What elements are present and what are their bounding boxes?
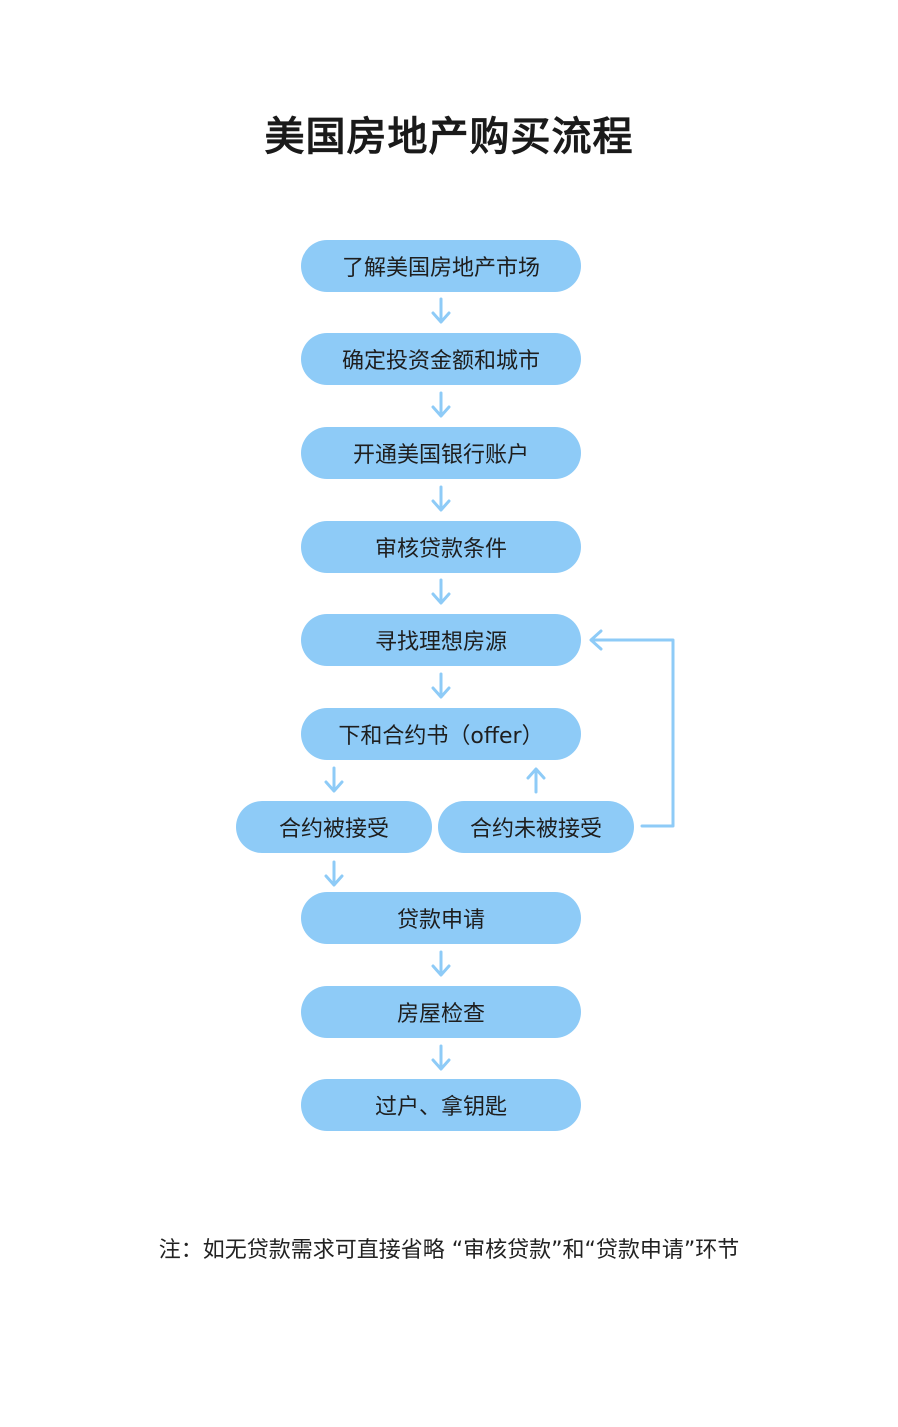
branch-offer-accepted: 合约被接受 [236,801,432,853]
step-understand-market: 了解美国房地产市场 [301,240,581,292]
step-find-property: 寻找理想房源 [301,614,581,666]
arrow-down-accepted-to-loan [324,860,344,887]
step-open-bank-account: 开通美国银行账户 [301,427,581,479]
arrow-down-4 [431,578,451,605]
branch-offer-not-accepted: 合约未被接受 [438,801,634,853]
step-closing-keys: 过户、拿钥匙 [301,1079,581,1131]
arrow-down-5 [431,672,451,699]
step-make-offer: 下和合约书（offer） [301,708,581,760]
step-loan-application: 贷款申请 [301,892,581,944]
arrow-down-1 [431,297,451,324]
arrow-down-2 [431,391,451,418]
step-home-inspection: 房屋检查 [301,986,581,1038]
arrow-up-from-not-accepted [526,767,546,794]
step-set-budget-city: 确定投资金额和城市 [301,333,581,385]
arrow-down-3 [431,485,451,512]
loop-back-arrow [589,629,675,828]
arrow-down-6 [431,950,451,977]
footnote: 注：如无贷款需求可直接省略 “审核贷款”和“贷款申请”环节 [158,1238,740,1263]
arrow-down-to-accepted [324,766,344,793]
step-review-loan-conditions: 审核贷款条件 [301,521,581,573]
diagram-title: 美国房地产购买流程 [264,114,634,160]
arrow-down-7 [431,1044,451,1071]
